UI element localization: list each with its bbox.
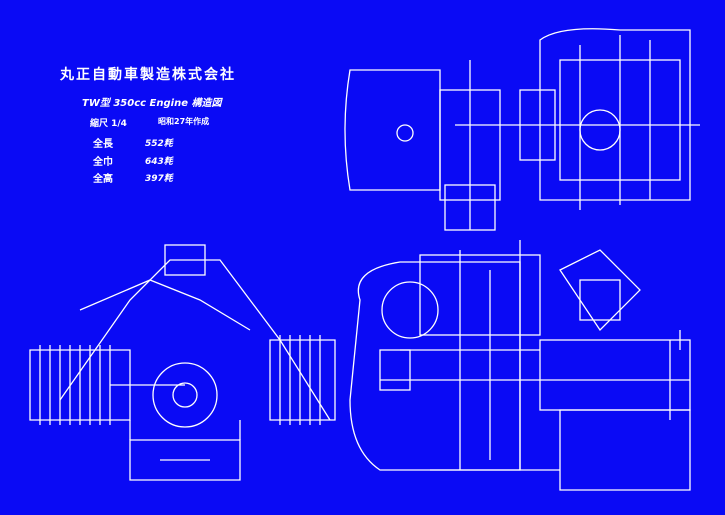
top-view-drawing (344, 28, 700, 231)
side-view-drawing (29, 244, 336, 481)
dimension-value: 643粍 (145, 157, 173, 167)
company-name: 丸正自動車製造株式会社 (60, 67, 236, 83)
scale-label: 縮尺 1/4 (90, 119, 127, 129)
front-view-drawing (349, 240, 691, 491)
drawing-note: 昭和27年作成 (158, 117, 210, 126)
dimension-value: 397粍 (145, 174, 173, 184)
dimension-label: 全高 (93, 174, 113, 185)
dimension-value: 552粍 (145, 139, 173, 149)
dimension-label: 全長 (93, 139, 113, 150)
drawing-title: TW型 350cc Engine 構造図 (82, 98, 222, 109)
dimension-label: 全巾 (93, 157, 113, 168)
